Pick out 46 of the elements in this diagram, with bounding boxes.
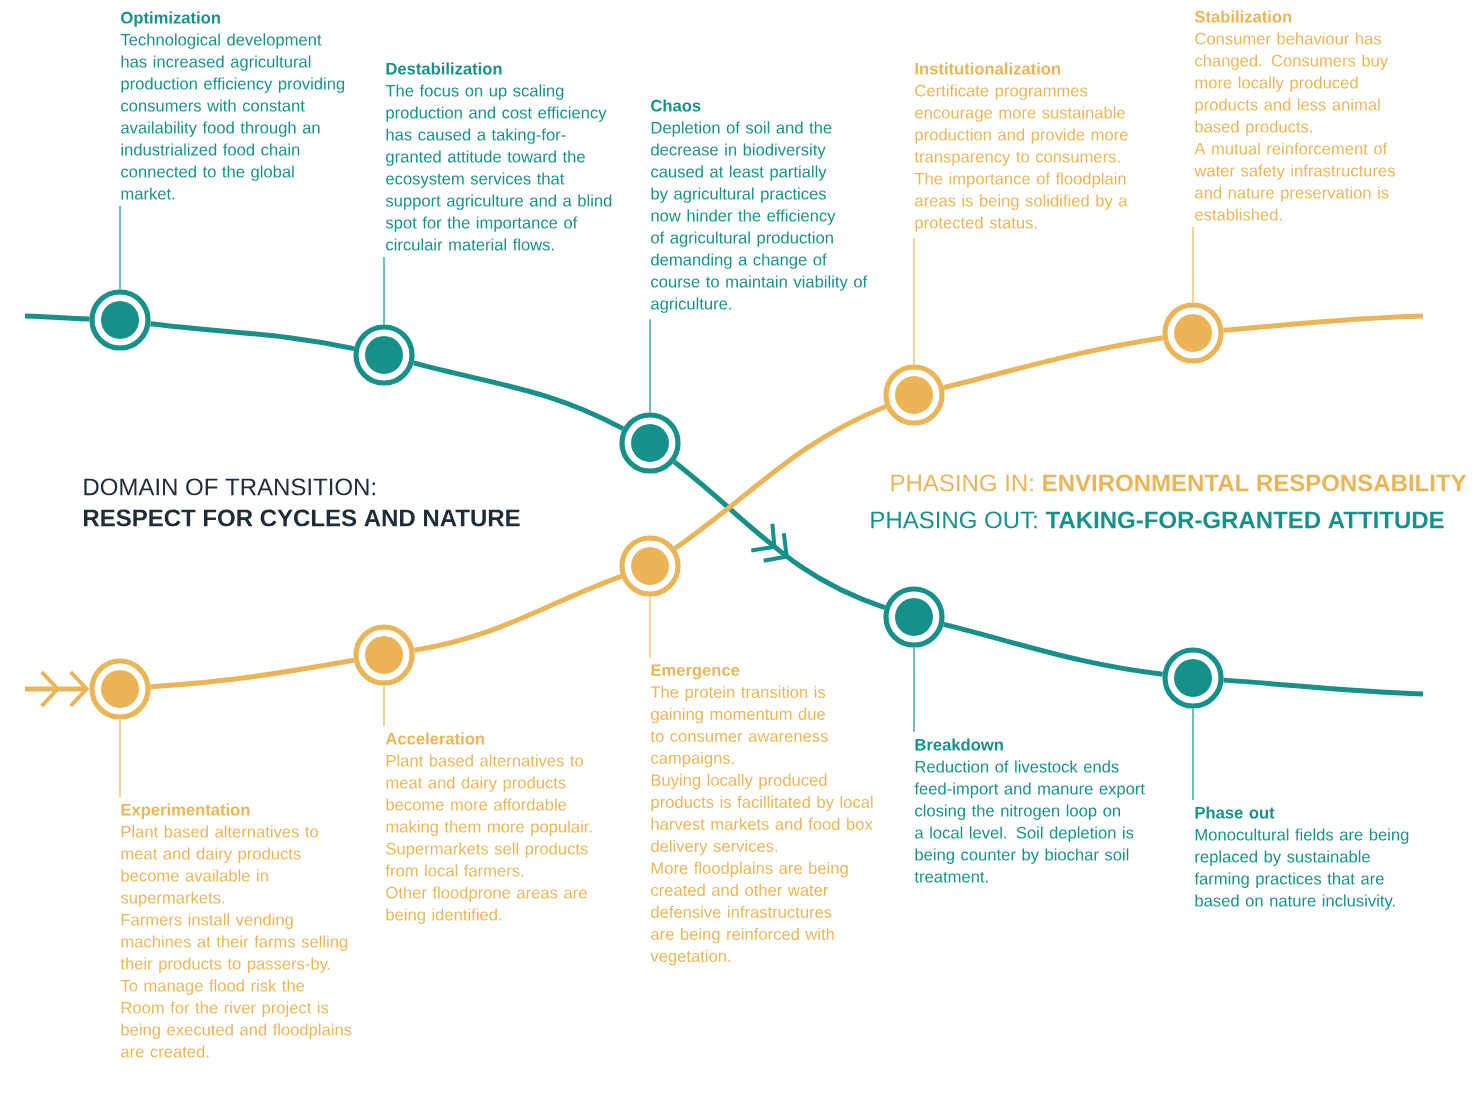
milestone-circle bbox=[619, 535, 681, 597]
milestone-circle bbox=[1162, 302, 1224, 364]
transition-curve bbox=[673, 404, 887, 551]
phase-heading: ENVIRONMENTAL RESPONSABILITY bbox=[1043, 474, 1467, 492]
transition-curve bbox=[943, 335, 1164, 390]
transition-curve bbox=[150, 657, 355, 690]
leader-line bbox=[1192, 708, 1194, 801]
leader-line bbox=[1192, 226, 1194, 303]
transition-curve bbox=[1223, 677, 1424, 697]
stage-description: Stabilization Consumer behaviour has changed. Consumers buy more locally produced products and less animal based products. A mutual reinforcement of water safety infrastructures and nature preservation is established. bbox=[1194, 10, 1395, 221]
transition-curve bbox=[1223, 313, 1424, 333]
milestone-circle bbox=[1162, 647, 1224, 709]
leader-line bbox=[649, 596, 651, 659]
leader-line bbox=[913, 647, 915, 733]
milestone-circle bbox=[89, 658, 151, 720]
transition-curve bbox=[150, 321, 355, 352]
milestone-circle bbox=[353, 624, 415, 686]
transition-curve bbox=[24, 313, 90, 322]
transition-curve bbox=[412, 360, 625, 431]
milestone-circle bbox=[89, 289, 151, 351]
leader-line bbox=[119, 719, 121, 798]
stage-description: Optimization Technological development has increased agricultural production efficiency providing consumers with constant availability food through an industrialized food chain connected to the global market. bbox=[120, 11, 345, 200]
transition-curve bbox=[943, 621, 1163, 677]
leader-line bbox=[119, 205, 121, 290]
stage-description: Destabilization The focus on up scaling production and cost efficiency has caused a taking-for-granted attitude toward the ecosystem services that support agriculture and a blind spot for the importance of circulair material flows. bbox=[385, 62, 612, 251]
milestone-circle bbox=[619, 412, 681, 474]
transition-curve bbox=[413, 574, 623, 653]
stage-description: Experimentation Plant based alternatives to meat and dairy products become available in supermarkets. Farmers install vending machines at their farms selling their products to passers-by. To manage flood risk the Room for the river project is being executed and floodplains are created. bbox=[120, 803, 352, 1058]
leader-line bbox=[649, 318, 651, 413]
milestone-circle bbox=[883, 364, 945, 426]
leader-line bbox=[383, 256, 385, 325]
domain-heading: RESPECT FOR CYCLES AND NATURE bbox=[84, 509, 520, 527]
stage-description: Chaos Depletion of soil and the decrease in biodiversity caused at least partially by agricultural practices now hinder the efficiency of agricultural production demanding a change of course to maintain viability of agriculture. bbox=[651, 99, 868, 313]
stage-description: Institutionalization Certificate programmes encourage more sustainable production and provide more transparency to consumers. The importance of floodplain areas is being solidified by a protected status. bbox=[914, 62, 1128, 232]
stage-description: Breakdown Reduction of livestock ends feed-import and manure export closing the nitrogen loop on a local level. Soil depletion is being counter by biochar soil treatment. bbox=[914, 738, 1145, 883]
domain-heading: DOMAIN OF TRANSITION: bbox=[84, 478, 375, 496]
phase-heading: PHASING IN: bbox=[891, 474, 1033, 492]
stage-description: Emergence The protein transition is gaining momentum due to consumer awareness campaigns. Buying locally produced products is facillitated by local harvest markets and food box delivery services. More floodplains are being created and other water defensive infrastructures are being reinforced with vegetation. bbox=[650, 664, 873, 966]
milestone-circle bbox=[883, 586, 945, 648]
stage-description: Phase out Monocultural fields are being replaced by sustainable farming practices that are based on nature inclusivity. bbox=[1194, 806, 1409, 910]
phase-heading: PHASING OUT: bbox=[871, 511, 1037, 529]
stage-description: Acceleration Plant based alternatives to meat and dairy products become more affordable making them more populair. Supermarkets sell products from local farmers. Other floodprone areas are being identified. bbox=[385, 732, 592, 924]
leader-line bbox=[383, 685, 385, 727]
phase-heading: TAKING-FOR-GRANTED ATTITUDE bbox=[1045, 511, 1444, 529]
leader-line bbox=[913, 237, 915, 365]
milestone-circle bbox=[353, 324, 415, 386]
